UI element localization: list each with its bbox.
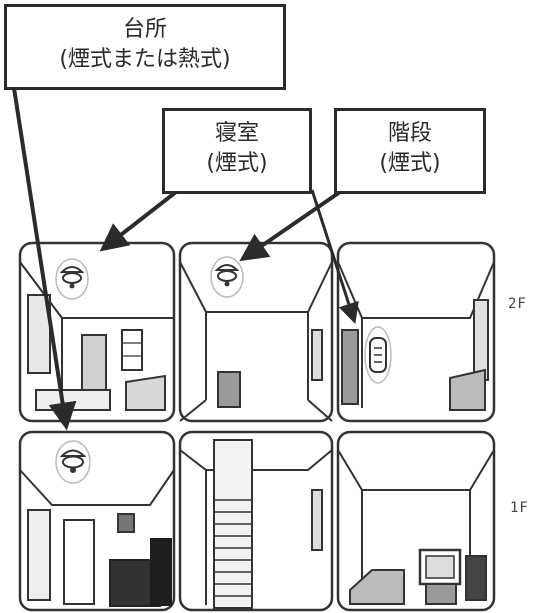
room-panel-1f-right [336,430,496,612]
smoke-detector-icon [210,256,244,298]
floor-label-2f: 2F [508,296,527,312]
smoke-detector-icon [364,326,392,384]
stairs-arrow-to-bedroom [239,190,342,262]
bedroom-label-box: 寝室 (煙式) [162,108,312,194]
stairs-label-detector-type: (煙式) [379,151,441,176]
room-panel-1f-left [18,430,176,612]
bedroom-label-detector-type: (煙式) [206,151,268,176]
stairs-label-title: 階段 [387,121,432,146]
room-panel-2f-middle [178,241,334,423]
kitchen-label-detector-type: (煙式または熱式) [59,47,231,72]
kitchen-label-box: 台所 (煙式または熱式) [4,4,286,90]
room-panel-2f-right [336,241,496,423]
bedroom-arrow [99,190,178,252]
kitchen-label-title: 台所 [122,17,167,42]
bedroom-label-title: 寝室 [214,121,259,146]
kitchen-arrow [12,87,77,431]
stairs-label-box: 階段 (煙式) [334,108,486,194]
smoke-detector-icon [55,440,91,484]
floor-label-1f: 1F [510,500,529,516]
stairs-arrow-to-hall [310,189,359,324]
smoke-detector-icon [55,258,89,300]
room-panel-1f-middle [178,430,334,612]
